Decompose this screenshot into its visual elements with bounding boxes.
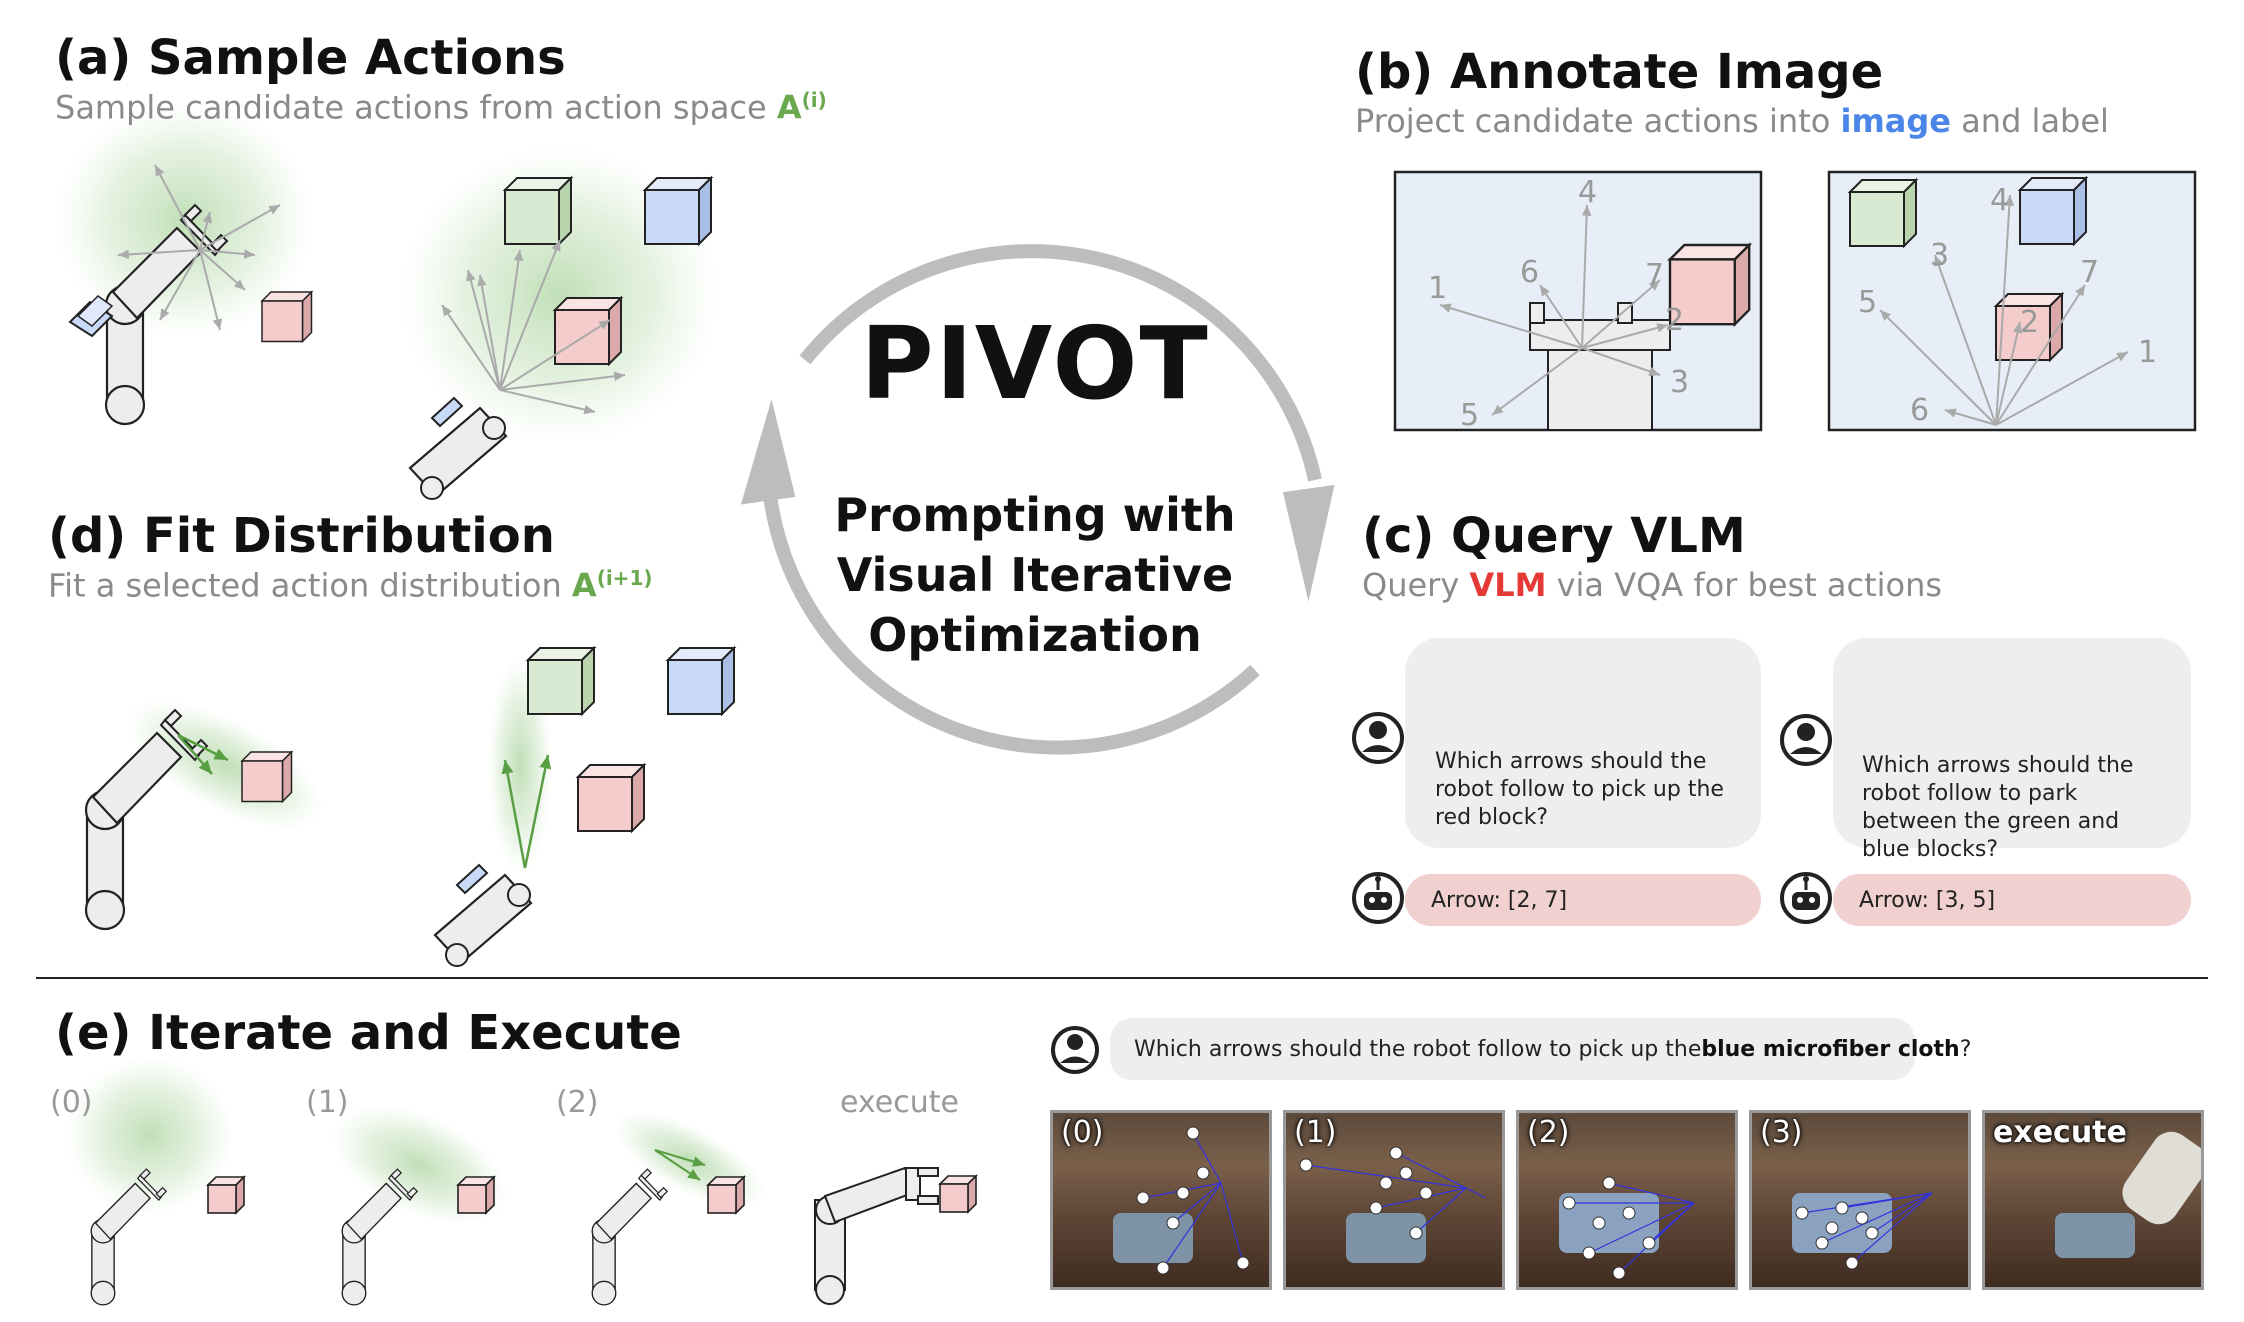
photo-iteration-2: (2) — [1516, 1110, 1738, 1290]
photo-question-bubble: Which arrows should the robot follow to … — [1110, 1018, 1971, 1080]
photo-iteration-3: (3) — [1749, 1110, 1971, 1290]
panel-d-arm-scene — [84, 699, 325, 931]
panel-b-image-2: 1 2 3 4 5 6 7 — [1827, 170, 2197, 432]
pivot-title: PIVOT — [860, 305, 1210, 422]
image1-label-2: 2 — [1665, 303, 1684, 338]
user-icon — [1352, 712, 1404, 764]
panel-a-arm-scene — [55, 100, 315, 426]
question-text-2: Which arrows should the robot follow to … — [1862, 753, 2134, 862]
panel-a-subtitle: Sample candidate actions from action spa… — [55, 88, 827, 127]
iterate-scene-0 — [65, 1055, 245, 1306]
image2-label-5: 5 — [1858, 285, 1877, 320]
pivot-subtitle: Prompting with Visual Iterative Optimiza… — [834, 488, 1236, 662]
cycle-arrows — [740, 244, 1335, 755]
iterate-scene-2 — [591, 1111, 767, 1306]
answer-bubble-2: Arrow: [3, 5] — [1833, 874, 2191, 926]
image2-label-1: 1 — [2138, 335, 2157, 370]
image1-label-6: 6 — [1520, 255, 1539, 290]
panel-d-title: (d) Fit Distribution — [48, 508, 555, 564]
panel-c-title: (c) Query VLM — [1362, 508, 1746, 564]
image1-label-5: 5 — [1460, 398, 1479, 433]
panel-c-subtitle: Query VLM via VQA for best actions — [1362, 566, 1943, 604]
iter-label-2: (2) — [556, 1085, 599, 1120]
panel-a-title: (a) Sample Actions — [55, 30, 566, 86]
question-bubble-2 — [1833, 638, 2191, 848]
image1-label-1: 1 — [1428, 271, 1447, 306]
image2-label-3: 3 — [1930, 238, 1949, 273]
question-bubble-1 — [1405, 638, 1761, 848]
iterate-scene-execute — [814, 1166, 977, 1305]
photo-iteration-1: (1) — [1283, 1110, 1505, 1290]
iterate-scene-1 — [331, 1104, 509, 1306]
image1-label-3: 3 — [1670, 365, 1689, 400]
robot-icon — [1352, 872, 1404, 924]
cloth — [1113, 1213, 1193, 1263]
image2-label-6: 6 — [1910, 393, 1929, 428]
panel-b-image-1: 1 2 3 4 5 6 7 — [1393, 170, 1763, 433]
photo-iteration-0: (0) — [1050, 1110, 1272, 1290]
answer-bubble-1: Arrow: [2, 7] — [1405, 874, 1761, 926]
iter-label-0: (0) — [50, 1085, 93, 1120]
iter-label-1: (1) — [306, 1085, 349, 1120]
image2-label-2: 2 — [2020, 305, 2039, 340]
panel-e-title: (e) Iterate and Execute — [55, 1005, 682, 1061]
cloth — [2055, 1213, 2135, 1258]
question-text-1: Which arrows should the robot follow to … — [1435, 749, 1724, 830]
user-icon — [1780, 714, 1832, 766]
robot-icon — [1780, 872, 1832, 924]
image2-label-7: 7 — [2080, 255, 2099, 290]
image1-label-7: 7 — [1645, 258, 1664, 293]
photo-execute: execute — [1982, 1110, 2204, 1290]
image2-label-4: 4 — [1990, 183, 2009, 218]
panel-b-subtitle: Project candidate actions into image and… — [1355, 102, 2109, 140]
panel-d-subtitle: Fit a selected action distribution A(i+1… — [48, 566, 653, 605]
panel-a-car-scene — [400, 145, 720, 501]
user-icon — [1051, 1026, 1099, 1074]
image1-label-4: 4 — [1578, 175, 1597, 210]
panel-b-title: (b) Annotate Image — [1355, 44, 1884, 100]
panel-d-car-scene — [433, 647, 735, 968]
iter-label-execute: execute — [840, 1085, 959, 1120]
